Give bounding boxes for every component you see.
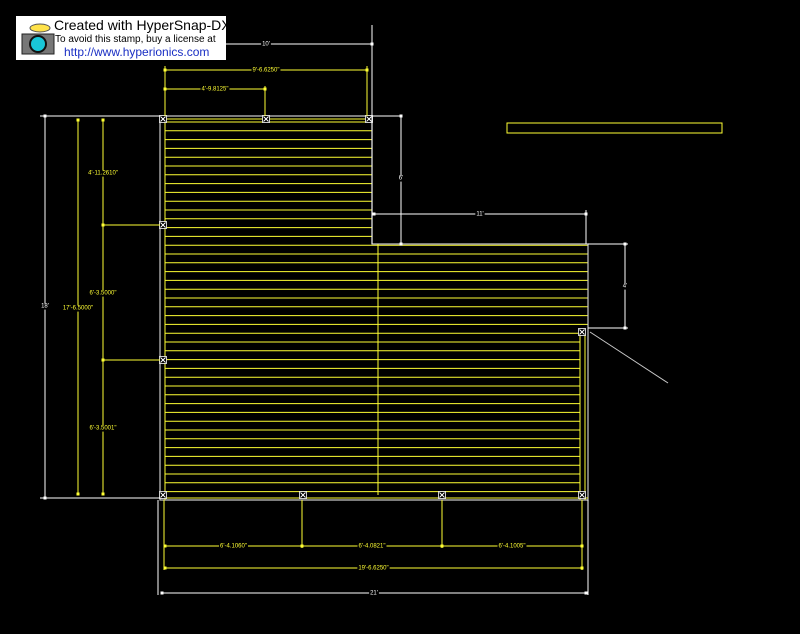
dimension-tick bbox=[76, 492, 80, 496]
post-x bbox=[160, 357, 166, 363]
dimension-tick bbox=[580, 544, 584, 548]
dimension-tick bbox=[101, 492, 105, 496]
label-background bbox=[497, 543, 527, 550]
dimension-label: 6'-3.5001" bbox=[90, 426, 117, 432]
dimension-label: 6'-3.5000" bbox=[90, 291, 117, 297]
dimension-label: 21' bbox=[370, 591, 378, 597]
post-x bbox=[263, 116, 269, 122]
label-background bbox=[261, 41, 271, 48]
dimension-label: 4'-9.8125" bbox=[202, 87, 229, 93]
stamp-link[interactable]: http://www.hyperionics.com bbox=[64, 45, 210, 59]
deck-outline bbox=[159, 115, 589, 501]
leader-line bbox=[589, 331, 669, 384]
dimension-label: 4' bbox=[623, 284, 627, 290]
post-x bbox=[579, 492, 585, 498]
dimension-tick bbox=[372, 212, 376, 216]
label-background bbox=[87, 170, 119, 177]
label-background bbox=[88, 290, 118, 297]
dimension-tick bbox=[101, 118, 105, 122]
dimension-label: 4'-11.2610" bbox=[88, 171, 118, 177]
dimension-label: 18' bbox=[41, 304, 49, 310]
dimension-tick bbox=[163, 87, 167, 91]
dimension-tick bbox=[584, 591, 588, 595]
post-x bbox=[160, 222, 166, 228]
dimension-tick bbox=[43, 496, 47, 500]
dimension-tick bbox=[43, 114, 47, 118]
stamp-title: Created with HyperSnap-DX 5 bbox=[54, 17, 243, 33]
stamp-notice: To avoid this stamp, buy a license at bbox=[55, 34, 216, 45]
label-background bbox=[219, 543, 248, 550]
post-x bbox=[300, 492, 306, 498]
label-background bbox=[357, 543, 387, 550]
label-background bbox=[88, 425, 118, 432]
dimension-tick bbox=[365, 68, 369, 72]
dimension-tick bbox=[300, 544, 304, 548]
camera-icon bbox=[21, 23, 55, 55]
dimension-tick bbox=[163, 544, 167, 548]
post-x bbox=[160, 116, 166, 122]
dimension-tick bbox=[623, 242, 627, 246]
label-background bbox=[200, 86, 230, 93]
label-background bbox=[40, 303, 50, 310]
dimension-tick bbox=[623, 326, 627, 330]
dimension-label: 11' bbox=[476, 212, 483, 218]
label-background bbox=[397, 175, 405, 182]
dimension-tick bbox=[160, 591, 164, 595]
dimension-tick bbox=[263, 87, 267, 91]
dimension-tick bbox=[580, 566, 584, 570]
post-x bbox=[579, 329, 585, 335]
dimension-label: 9'-6.6250" bbox=[253, 68, 280, 74]
note-box bbox=[506, 122, 723, 134]
label-background bbox=[621, 283, 629, 290]
dimension-label: 19'-6.6250" bbox=[358, 566, 388, 572]
dimension-label: 17'-6.5000" bbox=[63, 306, 93, 312]
dimension-tick bbox=[370, 42, 374, 46]
hypersnap-stamp: Created with HyperSnap-DX 5 To avoid thi… bbox=[16, 16, 242, 60]
dimension-tick bbox=[399, 242, 403, 246]
dimension-tick bbox=[440, 544, 444, 548]
label-background bbox=[357, 565, 390, 572]
label-background bbox=[369, 590, 379, 597]
dimension-tick bbox=[76, 118, 80, 122]
dimension-tick bbox=[163, 68, 167, 72]
dimension-label: 6'-4.1060" bbox=[220, 544, 247, 550]
label-background bbox=[251, 67, 281, 74]
post-x bbox=[439, 492, 445, 498]
post-x bbox=[366, 116, 372, 122]
dimension-tick bbox=[163, 566, 167, 570]
dimension-label: 6'-4.0821" bbox=[359, 544, 386, 550]
dimension-label: 6' bbox=[399, 176, 403, 182]
dimension-tick bbox=[584, 212, 588, 216]
label-background bbox=[475, 211, 485, 218]
label-background bbox=[61, 305, 95, 312]
dimension-label: 10' bbox=[262, 42, 270, 48]
dimension-label: 6'-4.1005" bbox=[499, 544, 526, 550]
post-x bbox=[160, 492, 166, 498]
